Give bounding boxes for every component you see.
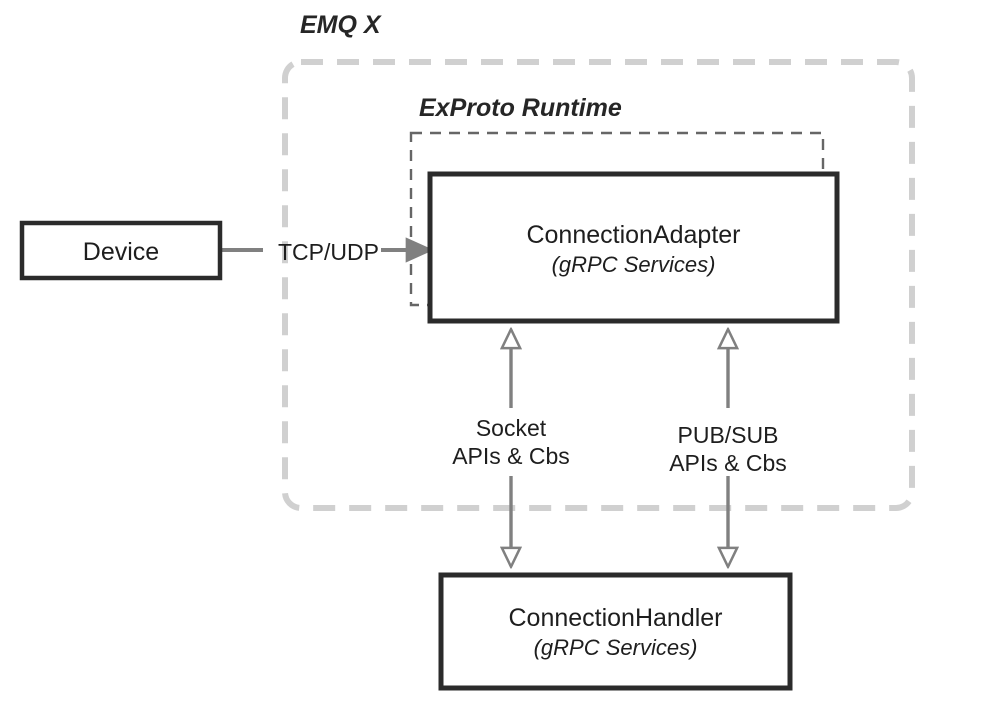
- edge-label-tcp-udp: TCP/UDP: [278, 239, 379, 265]
- edge-label-socket-apis-line2: APIs & Cbs: [452, 443, 570, 470]
- node-box-connection-adapter[interactable]: [427, 171, 840, 324]
- group-title-exproto: ExProto Runtime: [419, 94, 622, 122]
- group-border-emqx: [282, 59, 915, 511]
- group-title-emqx: EMQ X: [300, 11, 381, 39]
- edge-label-pubsub-apis-line2: APIs & Cbs: [669, 450, 787, 477]
- edge-label-pubsub-apis-line1: PUB/SUB: [677, 422, 779, 448]
- node-box-device[interactable]: [19, 220, 223, 281]
- edge-label-socket-apis-line1: Socket: [475, 415, 547, 441]
- node-box-connection-handler[interactable]: [438, 572, 793, 691]
- edge-label-pubsub-apis: PUB/SUB APIs & Cbs: [628, 421, 828, 477]
- edge-label-socket-apis: Socket APIs & Cbs: [411, 414, 611, 470]
